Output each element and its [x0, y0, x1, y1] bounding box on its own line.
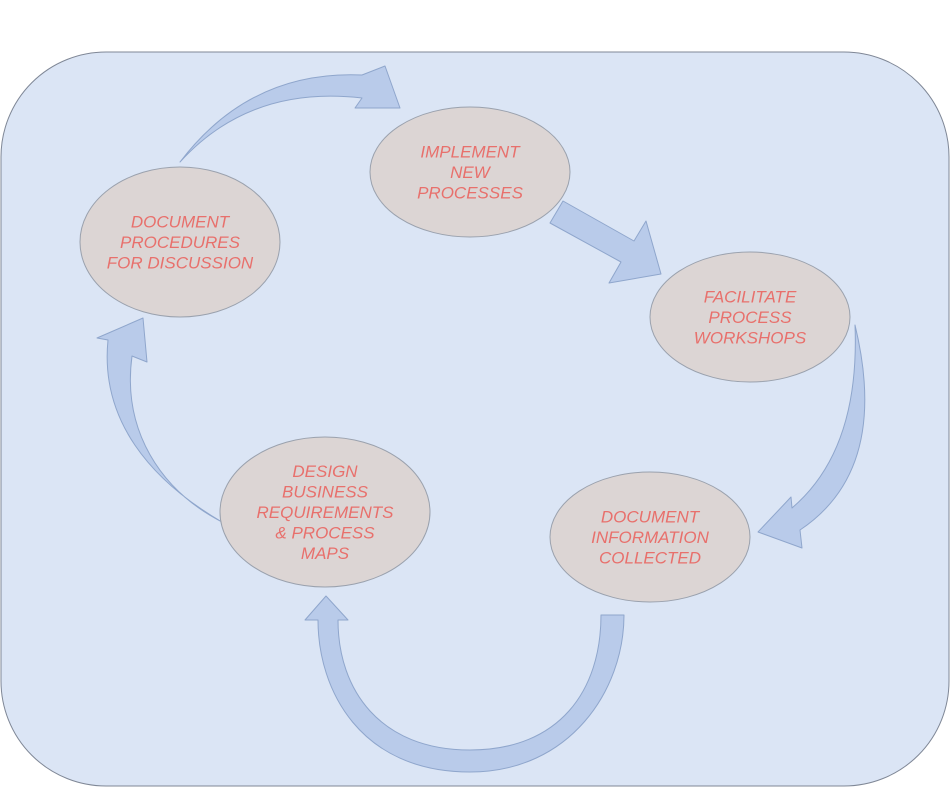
node-label-line: IMPLEMENT — [420, 143, 521, 162]
arrow-facilitate-to-document-info — [757, 324, 866, 549]
node-label-line: INFORMATION — [591, 528, 709, 547]
node-label-line: PROCESSES — [417, 184, 523, 203]
arrow-design-to-procedures — [96, 317, 223, 523]
node-ellipse — [649, 251, 851, 383]
arrow-implement-to-facilitate — [549, 200, 662, 284]
node-label-line: FOR DISCUSSION — [107, 254, 254, 273]
node-label-line: PROCESS — [708, 308, 792, 327]
node-label-line: DOCUMENT — [131, 213, 231, 232]
cycle-arrows — [96, 65, 866, 773]
node-label-line: BUSINESS — [282, 483, 369, 502]
arrow-document-info-to-design — [304, 595, 625, 773]
node-label-line: WORKSHOPS — [694, 329, 807, 348]
node-ellipse — [549, 471, 751, 603]
node-label-line: DESIGN — [292, 462, 358, 481]
node-label-line: FACILITATE — [704, 288, 797, 307]
arrow-procedures-to-implement — [179, 65, 401, 163]
node-label-line: MAPS — [301, 544, 350, 563]
node-label-line: PROCEDURES — [120, 233, 241, 252]
node-ellipse — [79, 166, 281, 318]
node-label-line: COLLECTED — [599, 549, 701, 568]
node-ellipse — [219, 436, 431, 588]
node-label-line: NEW — [450, 163, 492, 182]
node-label-line: REQUIREMENTS — [257, 503, 395, 522]
node-label-line: & PROCESS — [275, 524, 375, 543]
node-label-line: DOCUMENT — [601, 508, 701, 527]
node-ellipse — [369, 106, 571, 238]
